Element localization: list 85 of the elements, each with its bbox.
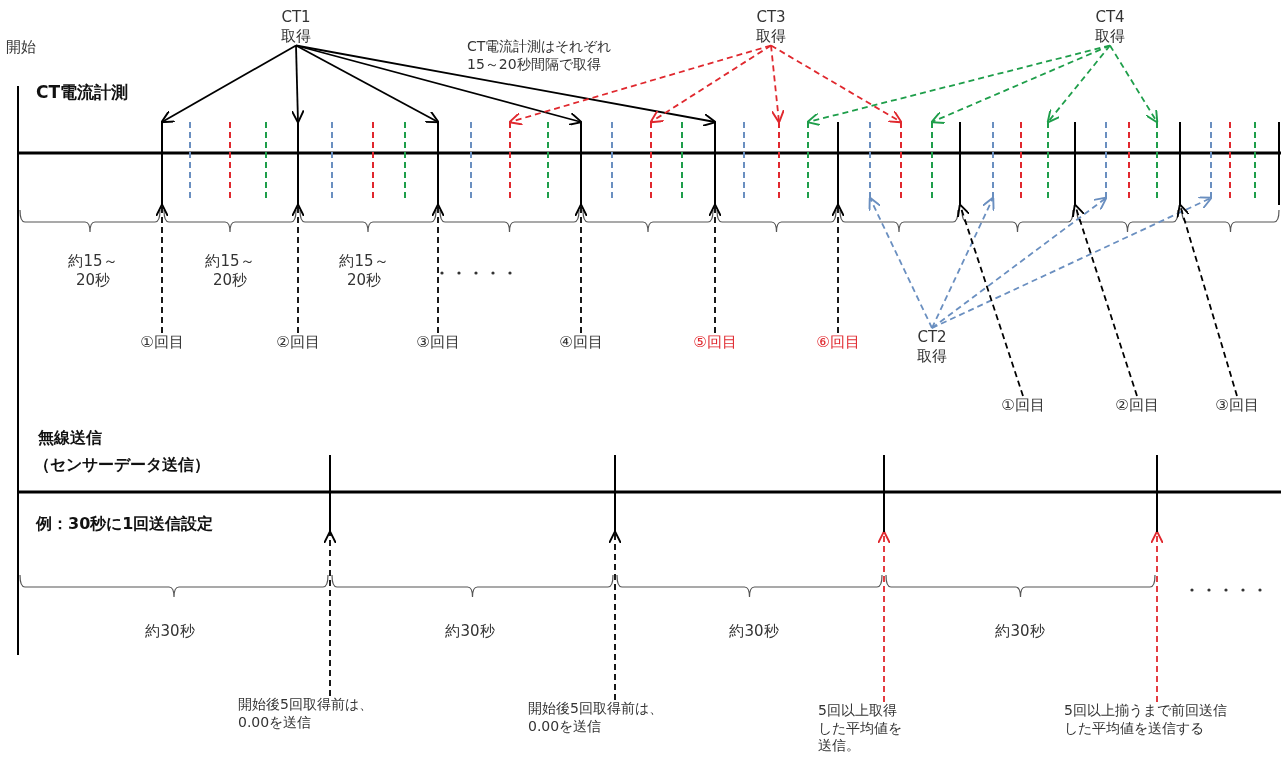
tick-mark xyxy=(161,122,163,205)
tick-mark xyxy=(1156,455,1158,532)
count-label: ②回目 xyxy=(268,333,328,352)
arrow xyxy=(295,44,440,124)
tick-mark xyxy=(931,122,933,198)
arrow xyxy=(931,196,995,329)
arrow xyxy=(608,530,622,701)
count-label: ③回目 xyxy=(408,333,468,352)
arrow xyxy=(295,44,717,127)
arrow xyxy=(1150,530,1164,703)
note-text: 開始後5回取得前は、0.00を送信 xyxy=(238,696,376,731)
tick-mark xyxy=(869,122,871,198)
arrow xyxy=(155,203,169,334)
tick-mark xyxy=(329,455,331,532)
arrow xyxy=(770,44,785,124)
section-title: （センサーデータ送信） xyxy=(34,455,210,475)
arrow xyxy=(160,44,297,124)
note-text: CT電流計測はそれぞれ15～20秒間隔で取得 xyxy=(467,38,613,73)
tick-mark xyxy=(959,122,961,205)
tick-mark xyxy=(778,122,780,198)
tick-mark xyxy=(297,122,299,205)
duration-label: 約30秒 xyxy=(144,622,196,641)
section-title: CT電流計測 xyxy=(36,82,129,104)
tick-mark xyxy=(1210,122,1212,198)
count-label: ①回目 xyxy=(132,333,192,352)
tick-mark xyxy=(883,455,885,532)
callout-label: CT1取得 xyxy=(276,8,316,46)
tick-mark xyxy=(837,122,839,205)
tick-mark xyxy=(714,122,716,205)
arrow xyxy=(1176,203,1238,397)
tick-mark xyxy=(1105,122,1107,198)
tick-mark xyxy=(992,122,994,198)
arrow xyxy=(931,196,1213,329)
note-text: 5回以上揃うまで前回送信した平均値を送信する xyxy=(1064,702,1235,737)
arrow xyxy=(931,196,1108,329)
duration-label: 約15～20秒 xyxy=(67,252,119,290)
duration-label: 約15～20秒 xyxy=(204,252,256,290)
tick-mark xyxy=(1156,122,1158,198)
arrow xyxy=(708,203,722,334)
arrow xyxy=(295,44,583,126)
arrow xyxy=(956,203,1024,397)
tick-mark xyxy=(650,122,652,198)
tick-mark xyxy=(580,122,582,205)
arrow xyxy=(290,44,305,124)
tick-mark xyxy=(437,122,439,205)
arrow xyxy=(831,203,845,334)
tick-mark xyxy=(900,122,902,198)
arrow xyxy=(868,196,933,329)
arrow xyxy=(1109,44,1159,124)
arrow xyxy=(508,44,772,126)
note-text: 開始後5回取得前は、0.00を送信 xyxy=(528,700,666,735)
arrow xyxy=(930,44,1111,124)
section-title: 無線送信 xyxy=(38,428,102,448)
count-label: ②回目 xyxy=(1107,396,1167,415)
tick-mark xyxy=(1047,122,1049,198)
arrow xyxy=(770,44,903,124)
duration-label: 約30秒 xyxy=(444,622,496,641)
count-label: ⑥回目 xyxy=(808,333,868,352)
tick-mark xyxy=(509,122,511,198)
arrow xyxy=(1046,44,1111,124)
arrow xyxy=(574,203,588,334)
callout-label: CT4取得 xyxy=(1090,8,1130,46)
arrow xyxy=(431,203,445,334)
start-label: 開始 xyxy=(6,38,36,57)
arrow xyxy=(323,530,337,697)
count-label: ④回目 xyxy=(551,333,611,352)
arrow xyxy=(877,530,891,703)
tick-mark xyxy=(614,455,616,532)
duration-label: 約15～20秒 xyxy=(338,252,390,290)
count-label: ③回目 xyxy=(1207,396,1267,415)
callout-label: CT3取得 xyxy=(751,8,791,46)
tick-mark xyxy=(1179,122,1181,205)
arrow xyxy=(649,44,772,124)
count-label: ⑤回目 xyxy=(685,333,745,352)
tick-mark xyxy=(1074,122,1076,205)
duration-label: 約30秒 xyxy=(728,622,780,641)
arrow xyxy=(806,44,1111,126)
tick-mark xyxy=(807,122,809,198)
section-title: 例：30秒に1回送信設定 xyxy=(36,514,214,534)
note-text: 5回以上取得した平均値を送信。 xyxy=(818,702,907,755)
count-label: ①回目 xyxy=(993,396,1053,415)
duration-label: 約30秒 xyxy=(994,622,1046,641)
arrow xyxy=(291,203,305,334)
callout-label: CT2取得 xyxy=(912,328,952,366)
arrow xyxy=(1071,203,1138,397)
